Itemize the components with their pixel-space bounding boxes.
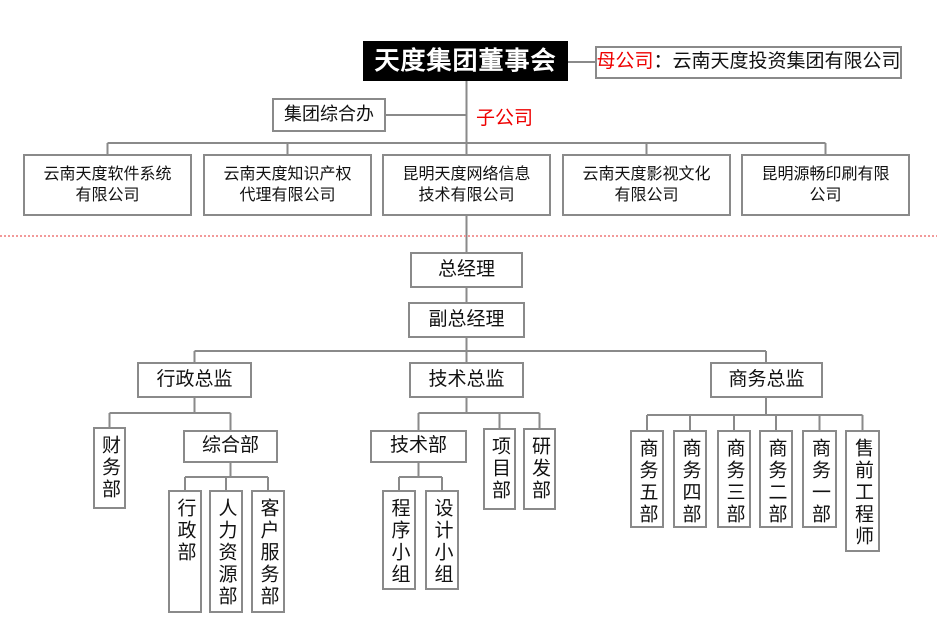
business-dept1-box: 商务一部 bbox=[802, 430, 837, 528]
business-dept4-box: 商务四部 bbox=[673, 430, 707, 528]
general-manager-box: 总经理 bbox=[410, 252, 523, 288]
subsidiary-box-network-info: 昆明天度网络信息 技术有限公司 bbox=[382, 154, 551, 216]
business-director-box: 商务总监 bbox=[710, 362, 823, 398]
subsidiary-name-line: 云南天度影视文化 bbox=[582, 166, 711, 183]
subsidiary-name-line: 有限公司 bbox=[614, 187, 679, 204]
admin-director-box: 行政总监 bbox=[137, 362, 252, 398]
general-manager-label: 总经理 bbox=[437, 258, 495, 280]
parent-company-box: 母公司：云南天度投资集团有限公司 bbox=[595, 46, 902, 79]
group-office-box: 集团综合办 bbox=[272, 98, 386, 132]
project-dept-box: 项目部 bbox=[483, 428, 516, 510]
board-label: 天度集团董事会 bbox=[374, 47, 557, 75]
business-director-label: 商务总监 bbox=[728, 368, 805, 390]
customer-service-dept-box: 客户服务部 bbox=[251, 490, 285, 613]
design-team-box: 设计小组 bbox=[425, 490, 459, 590]
presales-engineer-box: 售前工程师 bbox=[845, 430, 880, 552]
deputy-general-manager-box: 副总经理 bbox=[408, 302, 525, 338]
board-box: 天度集团董事会 bbox=[363, 41, 568, 81]
subsidiary-name-line: 云南天度知识产权 bbox=[223, 166, 352, 183]
subsidiary-name-line: 昆明天度网络信息 bbox=[402, 166, 531, 183]
subsidiary-name-line: 技术有限公司 bbox=[418, 187, 515, 204]
subsidiary-box-software: 云南天度软件系统 有限公司 bbox=[23, 154, 192, 216]
subsidiary-name-line: 昆明源畅印刷有限 bbox=[761, 166, 890, 183]
group-office-label: 集团综合办 bbox=[284, 104, 374, 125]
administration-dept-box: 行政部 bbox=[168, 490, 202, 613]
subsidiary-name-line: 公司 bbox=[809, 187, 842, 204]
admin-director-label: 行政总监 bbox=[156, 368, 233, 390]
subsidiary-name-line: 有限公司 bbox=[75, 187, 140, 204]
subsidiary-box-printing: 昆明源畅印刷有限 公司 bbox=[741, 154, 910, 216]
subsidiary-box-ip-agency: 云南天度知识产权 代理有限公司 bbox=[203, 154, 372, 216]
subsidiary-name-line: 云南天度软件系统 bbox=[43, 166, 172, 183]
general-affairs-dept-label: 综合部 bbox=[201, 435, 259, 457]
programming-team-box: 程序小组 bbox=[382, 490, 416, 590]
finance-dept-box: 财务部 bbox=[93, 427, 126, 509]
dotted-divider-line bbox=[0, 235, 937, 237]
subsidiary-name-line: 代理有限公司 bbox=[239, 187, 336, 204]
human-resources-dept-box: 人力资源部 bbox=[209, 490, 243, 613]
tech-dept-box: 技术部 bbox=[370, 430, 467, 463]
parent-company-name: ：云南天度投资集团有限公司 bbox=[653, 51, 901, 73]
business-dept3-box: 商务三部 bbox=[717, 430, 751, 528]
rnd-dept-box: 研发部 bbox=[523, 428, 556, 510]
tech-director-label: 技术总监 bbox=[428, 368, 505, 390]
tech-director-box: 技术总监 bbox=[409, 362, 524, 398]
subsidiary-annotation-label: 子公司 bbox=[476, 108, 534, 129]
parent-company-prefix: 母公司 bbox=[596, 51, 654, 73]
business-dept5-box: 商务五部 bbox=[630, 430, 664, 528]
business-dept2-box: 商务二部 bbox=[759, 430, 793, 528]
tech-dept-label: 技术部 bbox=[389, 435, 447, 457]
deputy-general-manager-label: 副总经理 bbox=[428, 308, 505, 330]
general-affairs-dept-box: 综合部 bbox=[183, 430, 278, 463]
subsidiary-box-film-culture: 云南天度影视文化 有限公司 bbox=[562, 154, 731, 216]
